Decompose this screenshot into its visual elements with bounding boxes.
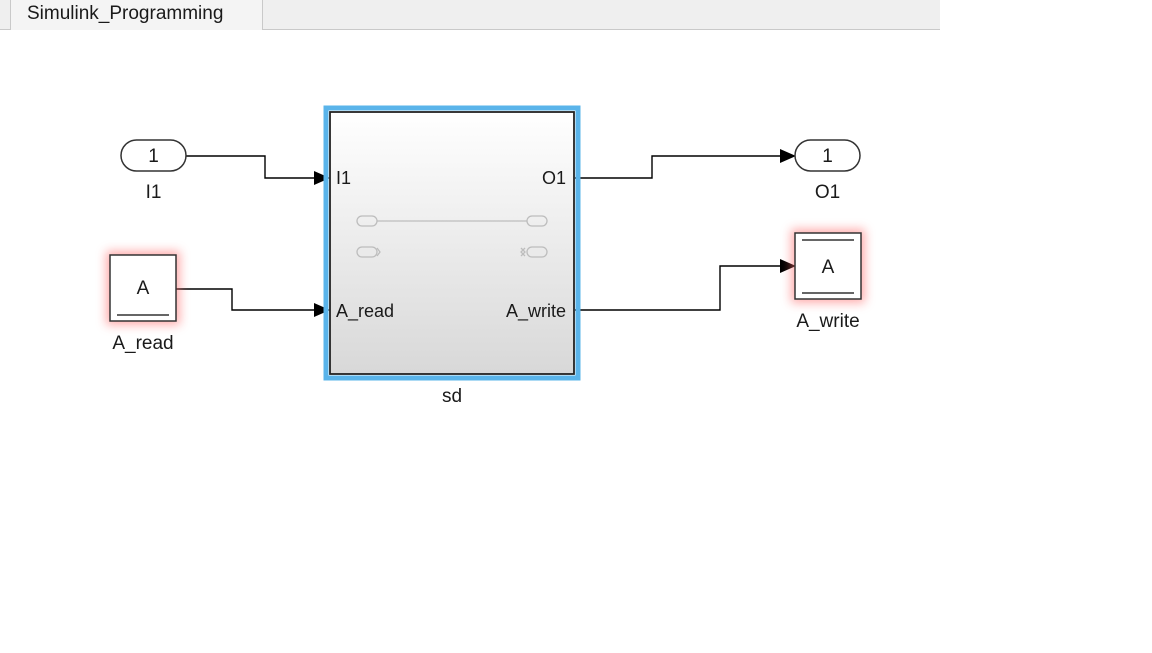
- data-store-read-label: A_read: [112, 333, 173, 354]
- inport-block-i1[interactable]: 1 I1: [120, 139, 187, 203]
- inport-label: I1: [146, 182, 162, 203]
- data-store-read-icon-text: A: [137, 278, 150, 299]
- tab-simulink-programming[interactable]: Simulink_Programming: [10, 0, 263, 30]
- signal-line-a-write[interactable]: [575, 265, 780, 311]
- data-store-write-block[interactable]: A A_write: [791, 229, 865, 332]
- subsystem-port-a-write: A_write: [506, 301, 566, 322]
- signal-line-o1[interactable]: [575, 155, 780, 179]
- model-canvas[interactable]: 1 I1 A A_read I1 A_read O1 A_write sd 1 …: [0, 31, 1152, 648]
- signal-line-a-read[interactable]: [176, 288, 314, 311]
- inport-number: 1: [148, 146, 159, 167]
- data-store-write-icon-text: A: [822, 257, 835, 278]
- outport-block-o1[interactable]: 1 O1: [794, 139, 861, 203]
- subsystem-port-a-read: A_read: [336, 301, 394, 322]
- arrowheads: [314, 149, 796, 317]
- outport-label: O1: [815, 182, 840, 203]
- subsystem-icon: [356, 215, 548, 258]
- subsystem-block-sd[interactable]: I1 A_read O1 A_write sd: [323, 105, 581, 407]
- signal-lines: [176, 155, 780, 311]
- subsystem-port-i1: I1: [336, 168, 351, 188]
- subsystem-port-o1: O1: [542, 168, 566, 188]
- tab-strip: Simulink_Programming: [0, 0, 940, 30]
- data-store-read-block[interactable]: A A_read: [106, 251, 180, 354]
- data-store-write-label: A_write: [796, 311, 859, 332]
- outport-number: 1: [822, 146, 833, 167]
- subsystem-label: sd: [442, 386, 462, 407]
- signal-line-i1[interactable]: [186, 155, 314, 179]
